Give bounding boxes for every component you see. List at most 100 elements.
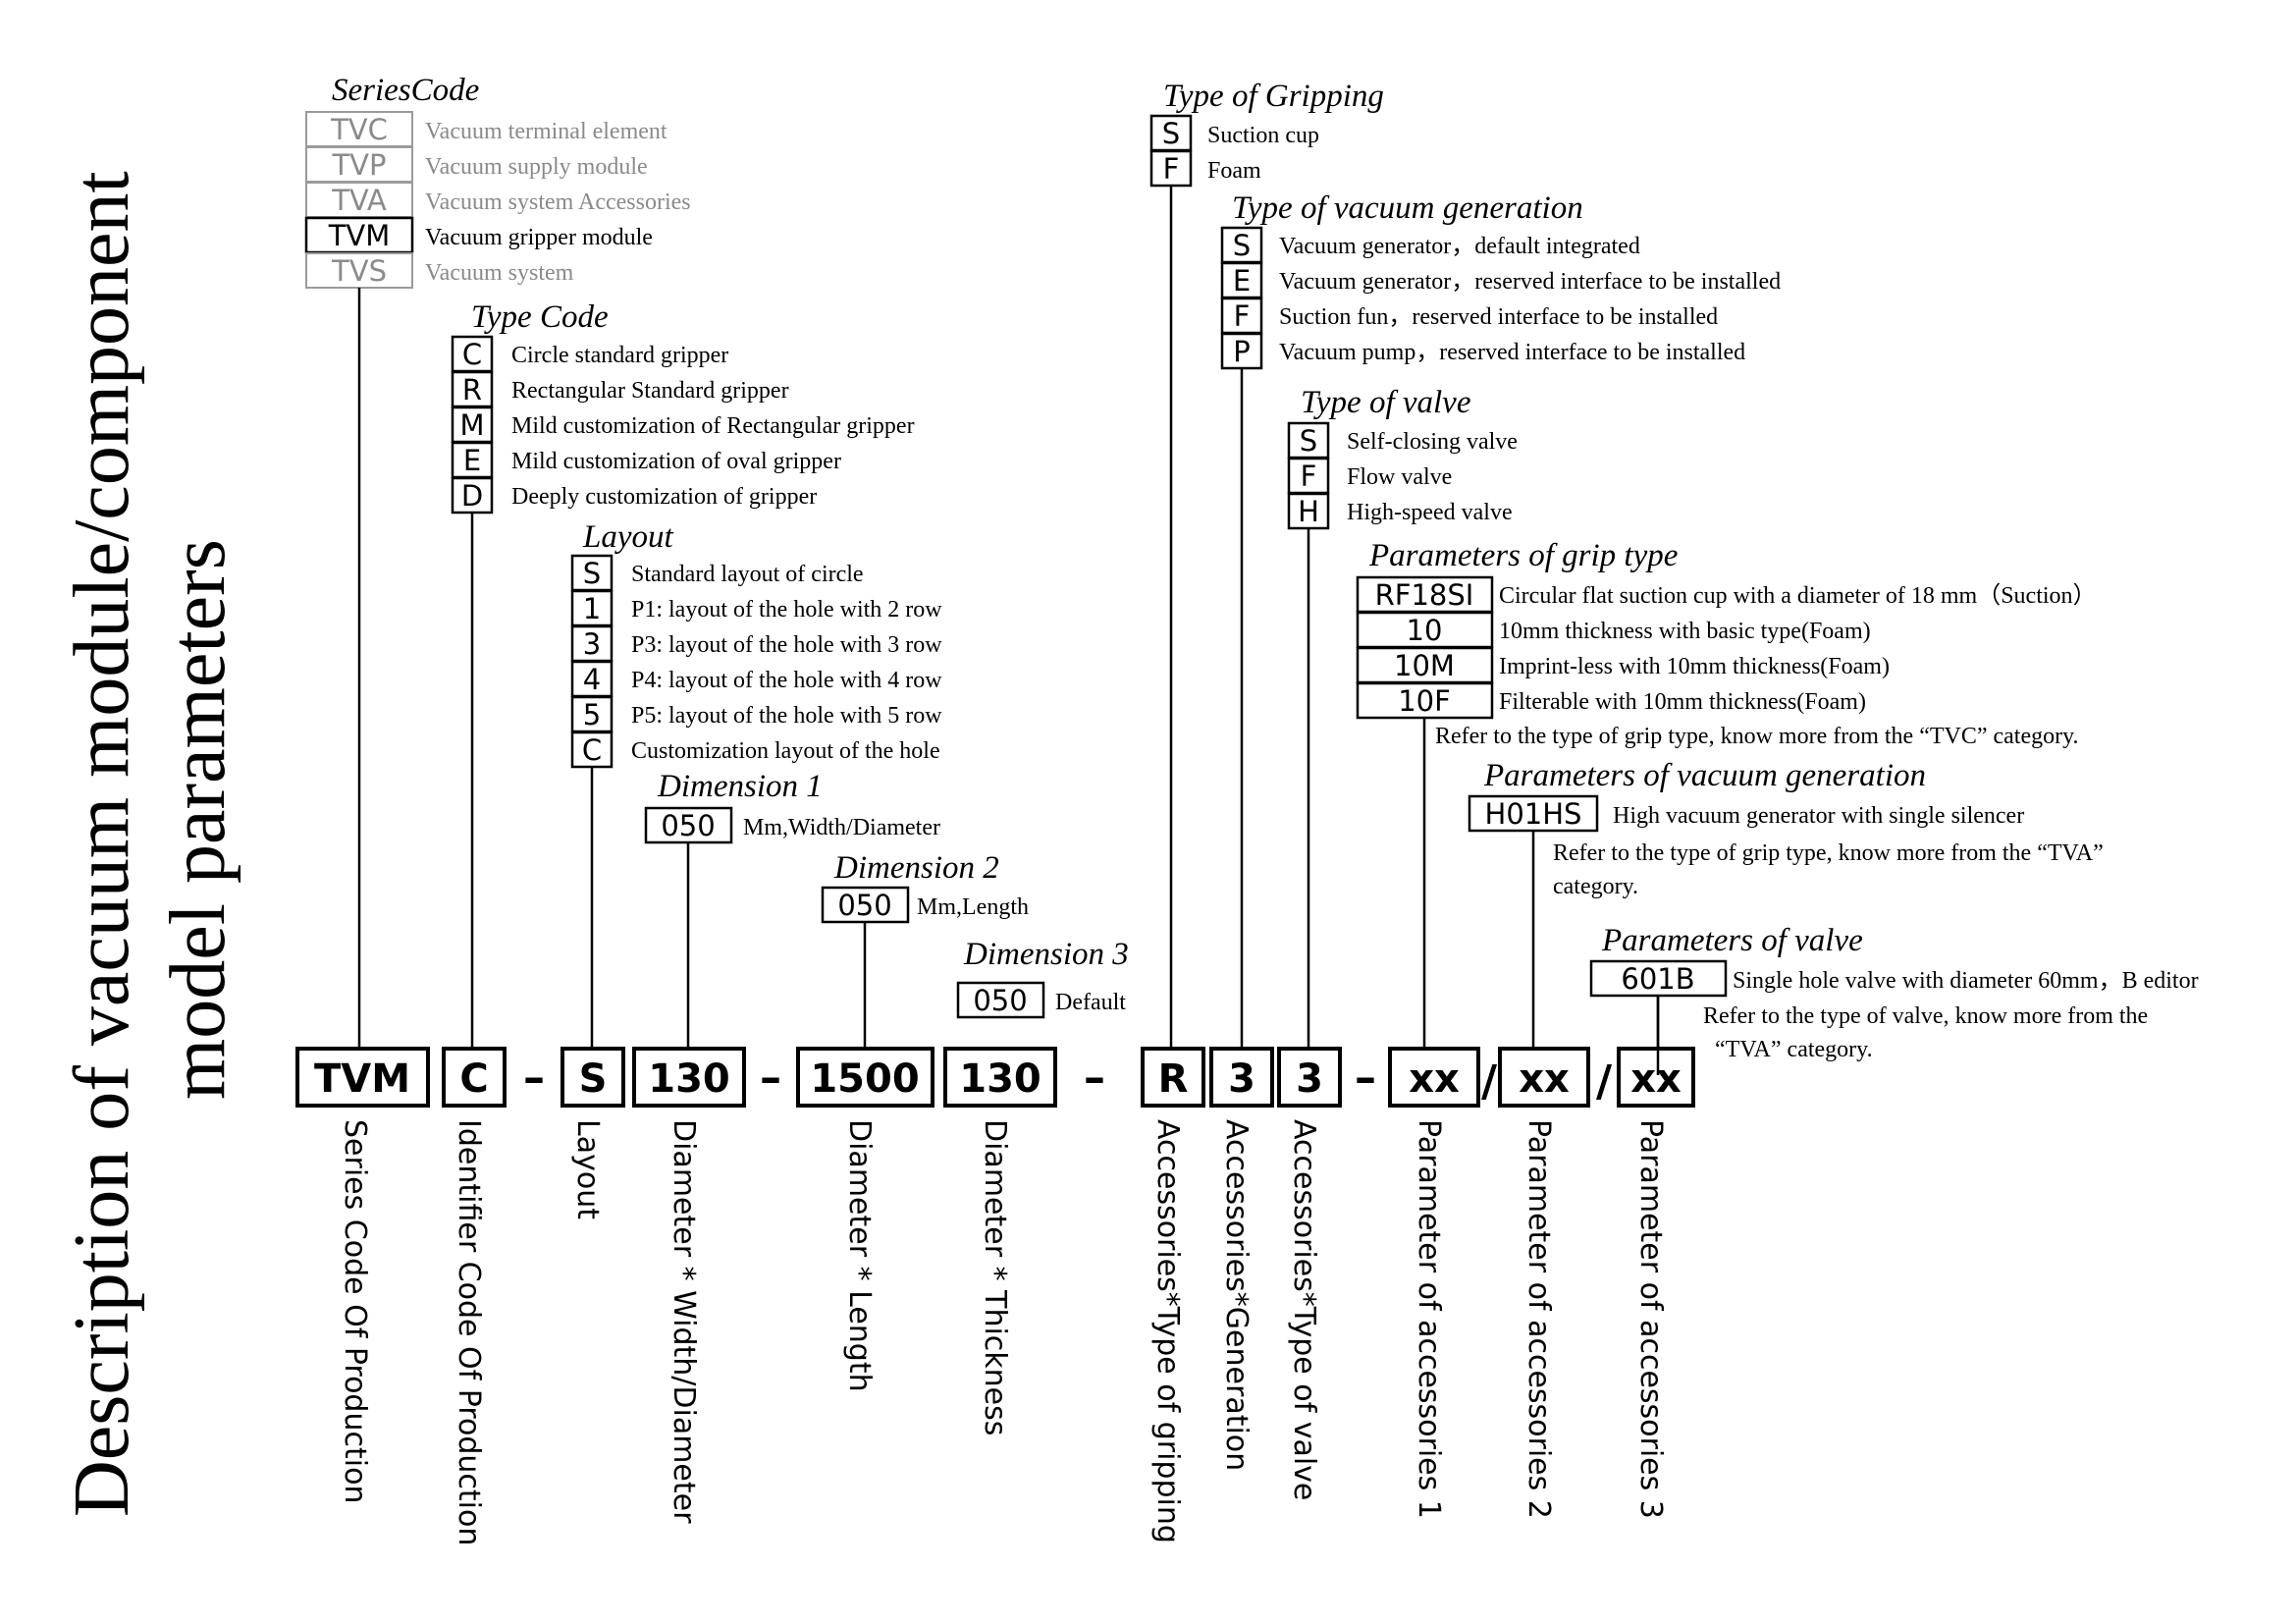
model-separator: / xyxy=(1481,1056,1498,1107)
dimension-1-group: Dimension 1 050 Mm,Width/Diameter xyxy=(644,769,940,1049)
type-code-desc: Circle standard gripper xyxy=(511,343,728,368)
segment-label: Layout xyxy=(570,1119,605,1219)
layout-desc: P1: layout of the hole with 2 row xyxy=(631,597,942,623)
dimension-3-desc: Default xyxy=(1055,990,1126,1015)
model-segment-text: S xyxy=(579,1056,608,1102)
model-segment-text: 130 xyxy=(648,1056,730,1102)
dimension-1-heading: Dimension 1 xyxy=(657,769,823,804)
series-code-box: TVA xyxy=(331,184,387,217)
vacgen-params-note: category. xyxy=(1553,874,1638,899)
layout-code-box: 4 xyxy=(583,663,601,696)
model-segment-box xyxy=(1209,1047,1274,1108)
vacgen-params-group: Parameters of vacuum generation H01HS Hi… xyxy=(1468,758,2104,1049)
dimension-2-heading: Dimension 2 xyxy=(833,850,999,886)
valve-code-box: F xyxy=(1301,460,1317,493)
type-code-desc: Deeply customization of gripper xyxy=(511,484,817,510)
model-separator: / xyxy=(1596,1056,1613,1107)
grip-params-desc: Circular flat suction cup with a diamete… xyxy=(1499,583,2097,609)
segment-label: Accessories*Type of valve xyxy=(1287,1119,1321,1500)
grip-params-code-box: 10 xyxy=(1407,614,1443,647)
model-segment-box xyxy=(1141,1047,1205,1108)
series-option-tvs: TVS Vacuum system xyxy=(305,252,574,289)
series-option-tvm: TVM Vacuum gripper module xyxy=(304,216,653,254)
grip-params-code-box: RF18SI xyxy=(1375,578,1474,612)
model-segment-box xyxy=(1617,1047,1695,1108)
model-separator: – xyxy=(760,1053,781,1103)
model-segment-text: R xyxy=(1158,1056,1189,1102)
type-code-box: D xyxy=(461,479,483,513)
valve-params-code-box: 601B xyxy=(1621,962,1694,996)
model-separator: – xyxy=(1355,1053,1376,1103)
model-segment-box xyxy=(561,1047,625,1108)
valve-code-box: S xyxy=(1300,424,1317,458)
type-code-box: M xyxy=(459,408,484,442)
segment-label: Diameter * Length xyxy=(842,1119,877,1392)
series-code-desc: Vacuum system xyxy=(425,260,574,286)
segment-label: Parameter of accessories 2 xyxy=(1522,1119,1556,1519)
model-segment-text: 3 xyxy=(1296,1056,1323,1102)
series-option-tva: TVA Vacuum system Accessories xyxy=(305,182,691,218)
vacgen-params-code-box: H01HS xyxy=(1485,797,1582,831)
model-segment-box xyxy=(943,1047,1057,1108)
layout-desc: Customization layout of the hole xyxy=(631,738,940,764)
type-code-desc: Mild customization of oval gripper xyxy=(511,449,841,474)
valve-params-note: Refer to the type of valve, know more fr… xyxy=(1703,1003,2148,1029)
model-segment-box xyxy=(632,1047,746,1108)
grip-params-desc: Imprint-less with 10mm thickness(Foam) xyxy=(1499,654,1890,679)
dimension-1-code: 050 xyxy=(661,809,715,842)
layout-desc: P4: layout of the hole with 4 row xyxy=(631,668,942,693)
layout-heading: Layout xyxy=(582,519,674,555)
type-code-desc: Mild customization of Rectangular grippe… xyxy=(511,413,915,439)
layout-code-box: C xyxy=(582,733,602,767)
gripping-group: Type of Gripping S F Suction cup Foam xyxy=(1149,79,1384,1049)
series-code-group: SeriesCode TVC Vacuum terminal element T… xyxy=(304,73,691,1049)
segment-label: Diameter * Width/Diameter xyxy=(667,1119,701,1524)
grip-params-desc: Filterable with 10mm thickness(Foam) xyxy=(1499,689,1866,715)
vacgen-params-heading: Parameters of vacuum generation xyxy=(1483,758,1926,793)
valve-params-desc: Single hole valve with diameter 60mm，B e… xyxy=(1733,968,2199,994)
layout-desc: P3: layout of the hole with 3 row xyxy=(631,632,942,658)
type-code-box: C xyxy=(462,338,482,371)
dimension-3-group: Dimension 3 050 Default xyxy=(956,937,1129,1019)
segment-label: Series Code Of Production xyxy=(338,1119,372,1503)
model-segment-text: C xyxy=(459,1056,488,1102)
type-code-box: E xyxy=(463,444,481,477)
model-segment-box xyxy=(796,1047,934,1108)
model-segment-box xyxy=(1277,1047,1342,1108)
series-option-tvc: TVC Vacuum terminal element xyxy=(305,111,667,147)
layout-group: Layout S 1 3 4 5 C Standard layout of ci… xyxy=(570,519,942,1049)
dimension-3-heading: Dimension 3 xyxy=(963,937,1129,972)
grip-params-heading: Parameters of grip type xyxy=(1368,538,1678,573)
vacuum-generation-code-box: S xyxy=(1233,229,1251,262)
series-code-desc: Vacuum terminal element xyxy=(425,119,667,144)
gripping-desc: Suction cup xyxy=(1207,123,1319,148)
layout-code-box: 3 xyxy=(583,627,601,661)
model-segment-text: 3 xyxy=(1228,1056,1255,1102)
series-code-heading: SeriesCode xyxy=(332,73,479,108)
gripping-code-box: S xyxy=(1162,117,1180,150)
type-code-desc: Rectangular Standard gripper xyxy=(511,378,789,404)
gripping-heading: Type of Gripping xyxy=(1163,79,1384,114)
title-line-2: model parameters xyxy=(155,539,241,1100)
series-code-desc: Vacuum gripper module xyxy=(425,225,653,250)
series-code-box: TVS xyxy=(331,254,387,288)
layout-desc: Standard layout of circle xyxy=(631,562,864,587)
vacuum-generation-code-box: F xyxy=(1234,299,1251,333)
model-segment-text: xx xyxy=(1519,1056,1570,1102)
model-separator: – xyxy=(1084,1053,1105,1103)
model-segment-text: 1500 xyxy=(810,1056,919,1102)
model-separator: – xyxy=(523,1053,545,1103)
model-segment-text: TVM xyxy=(314,1056,410,1102)
dimension-2-group: Dimension 2 050 Mm,Length xyxy=(821,850,1029,1049)
vacuum-generation-group: Type of vacuum generation S E F P Vacuum… xyxy=(1220,190,1781,1049)
grip-params-desc: 10mm thickness with basic type(Foam) xyxy=(1499,619,1871,644)
valve-code-box: H xyxy=(1298,495,1319,528)
series-code-box: TVM xyxy=(328,219,391,252)
segment-label: Accessories*Type of gripping xyxy=(1150,1119,1185,1543)
vacuum-generation-desc: Vacuum pump，reserved interface to be ins… xyxy=(1279,340,1745,365)
model-segment-text: xx xyxy=(1630,1056,1682,1102)
grip-params-group: Parameters of grip type RF18SI 10 10M 10… xyxy=(1356,538,2097,1049)
model-segment-box xyxy=(1388,1047,1480,1108)
